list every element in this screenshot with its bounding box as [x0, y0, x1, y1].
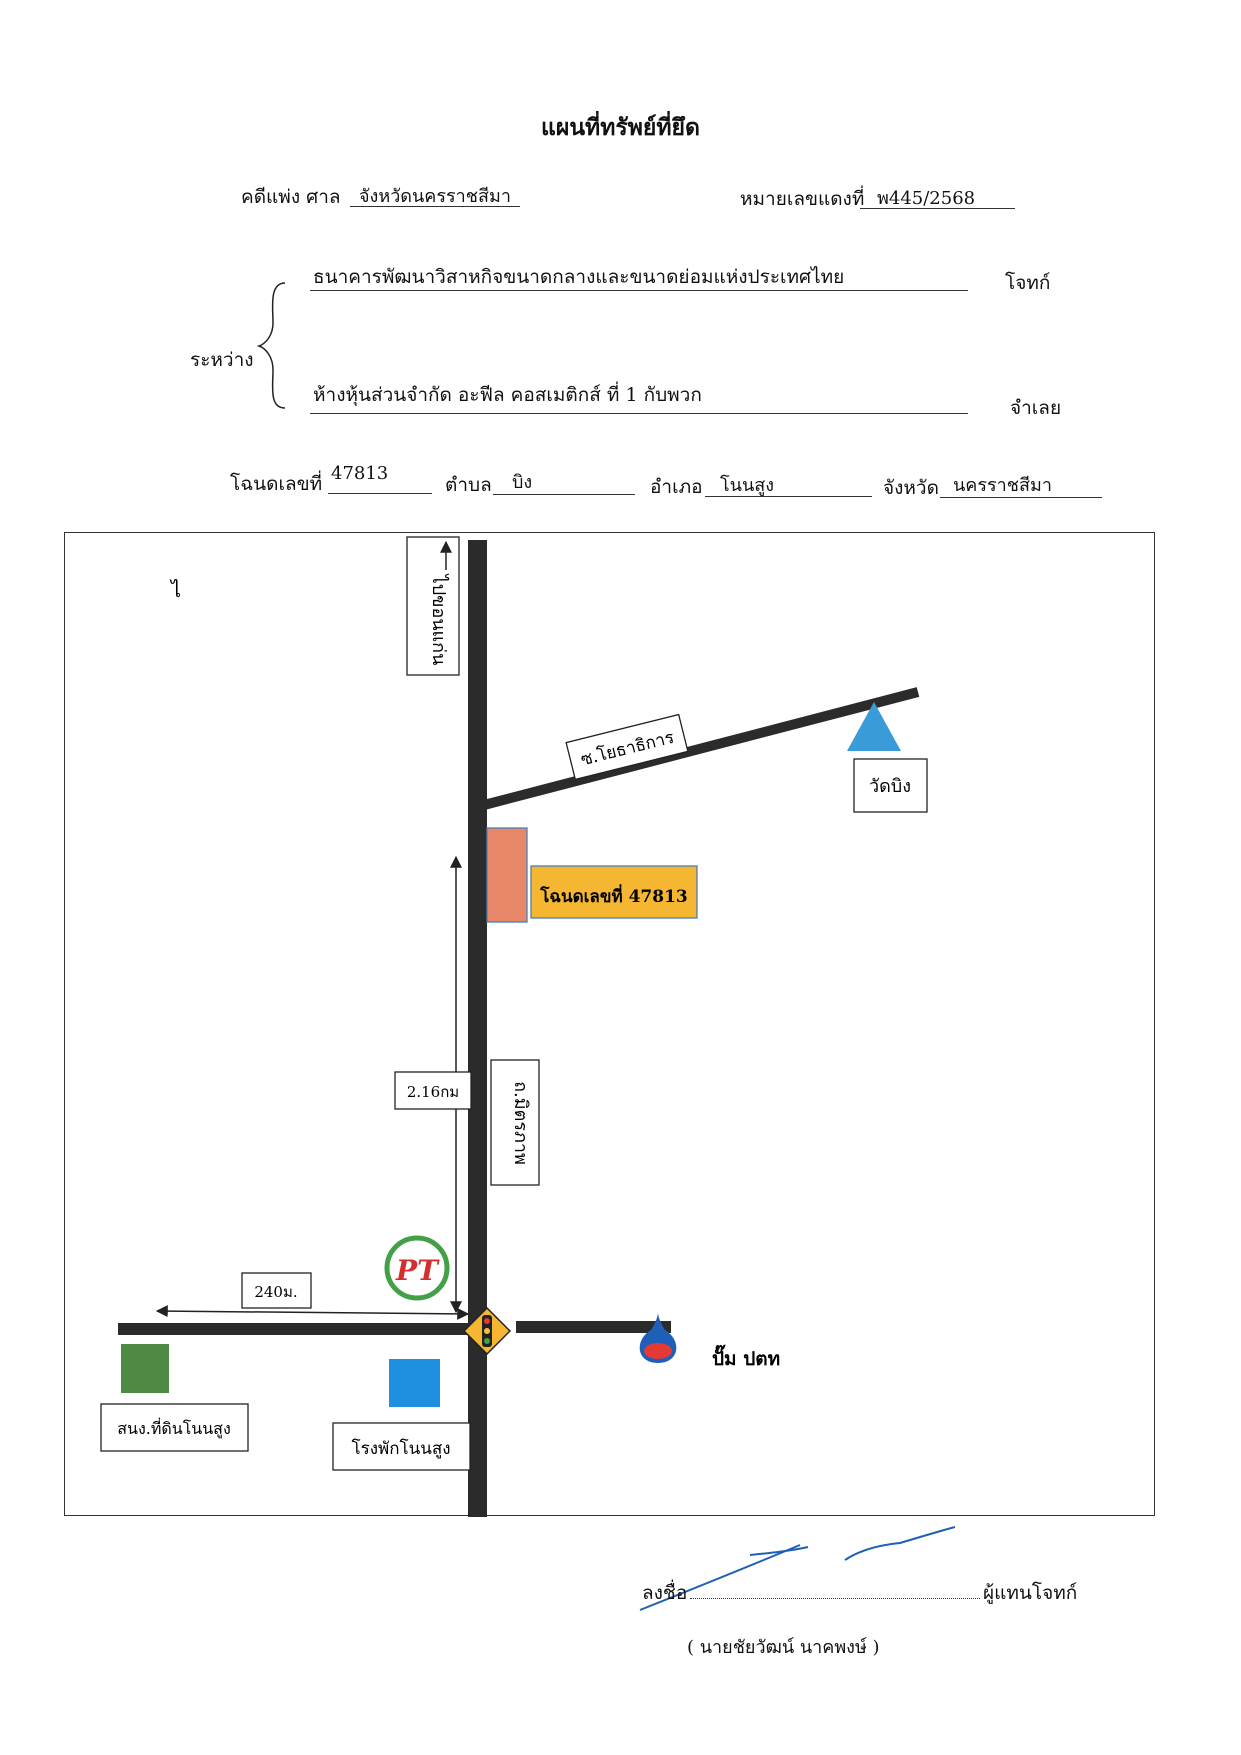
temple-label-box — [853, 758, 928, 813]
amphoe-underline — [705, 496, 872, 497]
amphoe-label: อำเภอ — [650, 476, 703, 498]
land-office-label: สนง.ที่ดินโนนสูง — [117, 1417, 231, 1439]
vertical-distance-label: 2.16กม — [407, 1083, 459, 1101]
land-office-marker — [121, 1344, 169, 1393]
land-office-box — [100, 1403, 249, 1452]
defendant-role: จำเลย — [1010, 397, 1062, 419]
court-value: จังหวัดนครราชสีมา — [359, 186, 511, 207]
horizontal-distance-label: 240ม. — [254, 1283, 297, 1301]
temple-label: วัดบิง — [869, 776, 911, 797]
hospital-marker — [389, 1359, 440, 1407]
deed-callout-label: โฉนดเลขที่ 47813 — [539, 884, 688, 907]
ptt-pump-icon — [639, 1312, 677, 1363]
tambon-label: ตำบล — [445, 474, 492, 496]
hospital-box — [332, 1422, 471, 1471]
plaintiff-role: โจทก์ — [1005, 272, 1051, 294]
ptt-pump-label: ปั๊ม ปตท — [712, 1344, 780, 1370]
horizontal-distance-arrow — [155, 1305, 470, 1320]
main-road-label: ถ.มิตรภาพ — [510, 1081, 531, 1165]
map-frame — [64, 532, 1155, 1516]
main-road — [468, 540, 487, 1517]
pt-logo: PT — [384, 1235, 450, 1301]
main-road-label-box — [490, 1059, 540, 1186]
amphoe-value: โนนสูง — [720, 475, 775, 496]
deed-underline — [328, 493, 432, 494]
red-number-underline — [860, 208, 1015, 209]
tambon-underline — [493, 494, 635, 495]
plaintiff-name: ธนาคารพัฒนาวิสาหกิจขนาดกลางและขนาดย่อมแห… — [313, 266, 845, 288]
sign-label: ลงชื่อ — [642, 1582, 688, 1604]
temple-icon — [847, 702, 901, 751]
soi-label-box — [565, 713, 689, 781]
signatory-name: ( นายชัยวัฒน์ นาคพงษ์ ) — [687, 1637, 880, 1658]
soi-road — [482, 687, 920, 810]
to-khonkaen-label: ไปขอนแก่น — [428, 573, 450, 666]
hospital-label: โรงพักโนนสูง — [351, 1438, 450, 1459]
horizontal-distance-box — [241, 1272, 312, 1309]
court-prefix: คดีแพ่ง ศาล — [241, 186, 341, 208]
between-label: ระหว่าง — [190, 349, 254, 371]
province-value: นครราชสีมา — [953, 475, 1052, 496]
pt-logo-text: PT — [395, 1254, 440, 1287]
page-title: แผนที่ทรัพย์ที่ยึด — [541, 114, 700, 141]
signature-scribble — [639, 1526, 956, 1611]
stray-mark: ไ — [169, 578, 181, 602]
parcel-marker — [486, 827, 528, 923]
tambon-value: บิง — [512, 472, 533, 493]
party-brace — [256, 282, 286, 409]
deed-label: โฉนดเลขที่ — [230, 473, 323, 495]
signature-role: ผู้แทนโจทก์ — [983, 1582, 1078, 1604]
signature-line — [690, 1598, 980, 1599]
province-underline — [940, 497, 1102, 498]
deed-callout — [530, 865, 698, 919]
defendant-name: ห้างหุ้นส่วนจำกัด อะฟีล คอสเมติกส์ ที่ 1… — [313, 384, 702, 406]
plaintiff-underline — [310, 290, 968, 291]
court-underline — [350, 206, 520, 207]
defendant-underline — [310, 413, 968, 414]
province-label: จังหวัด — [883, 477, 939, 499]
red-number-value: พ445/2568 — [877, 188, 976, 209]
to-khonkaen-box — [406, 536, 460, 676]
vertical-distance-box — [394, 1071, 472, 1110]
traffic-light-icon — [462, 1306, 512, 1356]
red-number-label: หมายเลขแดงที่ — [740, 188, 865, 210]
deed-value: 47813 — [331, 463, 389, 484]
